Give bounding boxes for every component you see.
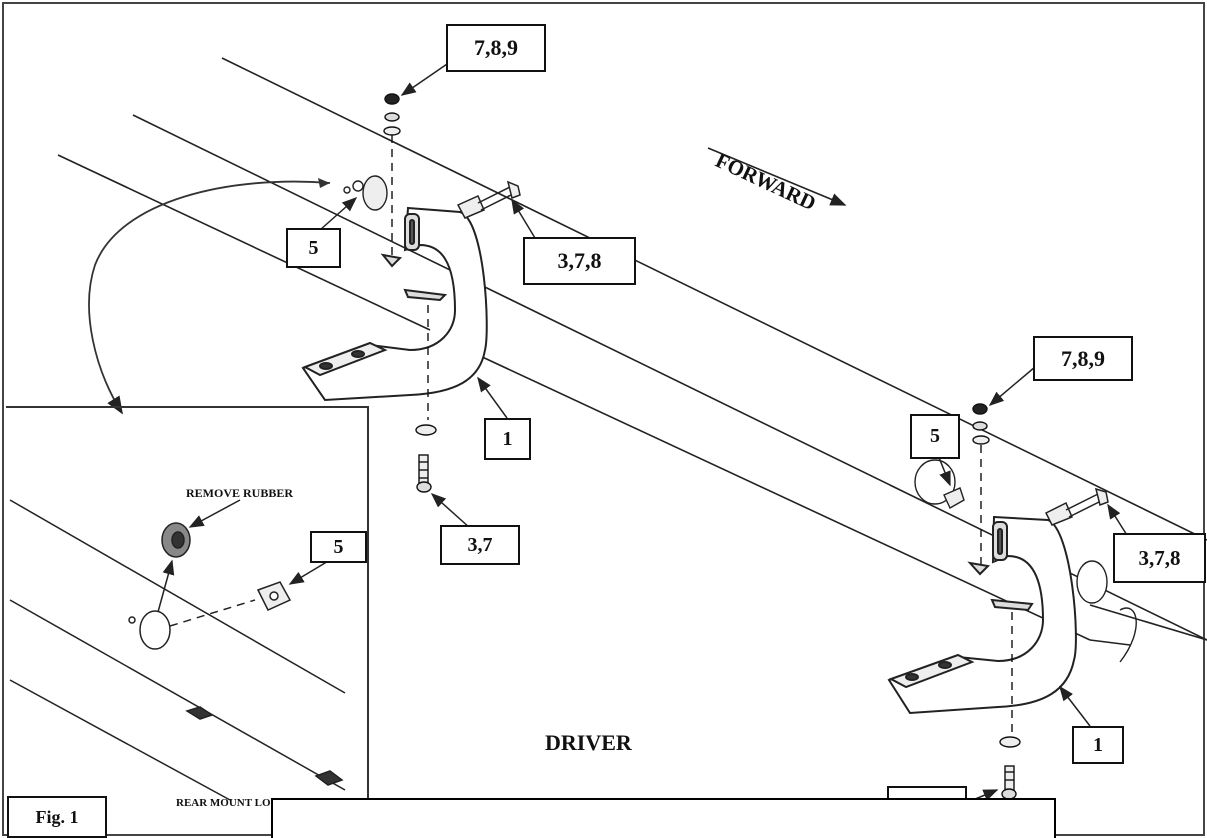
callout-bolt-left: 3,7,8: [523, 237, 636, 285]
leader-lines: [319, 61, 1131, 803]
rear-mount-label: REAR MOUNT LOCA-: [176, 797, 291, 809]
callout-bottom-bolt-left: 3,7: [440, 525, 520, 565]
figure-label: Fig. 1: [7, 796, 107, 838]
callout-bracket-right: 1: [1072, 726, 1124, 764]
bottom-bolt-right: [999, 612, 1021, 800]
nut-washer-stack-left: [383, 93, 401, 255]
frame-hole: [1076, 560, 1108, 604]
inset-drawing: [9, 499, 346, 801]
clip-nut-left: [343, 175, 388, 211]
notes-box: [271, 798, 1056, 838]
inset-detail-panel: [6, 406, 369, 836]
callout-bracket-left: 1: [484, 418, 531, 460]
callout-inset-clip: 5: [310, 531, 367, 563]
bolt-right: [1044, 487, 1109, 526]
callout-top-nut-right: 7,8,9: [1033, 336, 1133, 381]
callout-top-nut-left: 7,8,9: [446, 24, 546, 72]
step-bracket-left: [301, 206, 488, 402]
remove-rubber-label: REMOVE RUBBER: [186, 486, 294, 500]
inset-pointer-arrow: [88, 180, 331, 415]
bottom-bolt-left: [415, 305, 437, 493]
callout-clip-right: 5: [910, 414, 960, 459]
forward-arrow: [707, 147, 847, 206]
nut-washer-stack-right: [972, 403, 990, 565]
step-bracket-right: [887, 515, 1077, 715]
bolt-left: [456, 180, 521, 219]
callout-clip-left: 5: [286, 228, 341, 268]
callout-bolt-right: 3,7,8: [1113, 533, 1206, 583]
driver-side-label: DRIVER: [545, 730, 632, 755]
